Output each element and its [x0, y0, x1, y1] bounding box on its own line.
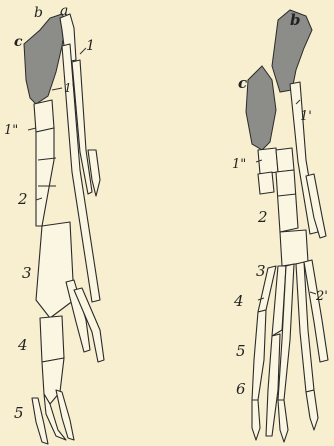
right-claw: [252, 400, 260, 440]
right-claw: [278, 400, 288, 442]
right-label-1double: 1": [232, 157, 246, 172]
left-segment-3: [36, 222, 74, 318]
right-segment-1double-lower: [258, 172, 274, 194]
left-segment-1double: [34, 100, 54, 132]
right-limb-figure: b c 1" 1' 2 3 4 2' 5 6: [232, 10, 328, 442]
left-label-3: 3: [22, 264, 32, 282]
right-segment-3: [280, 230, 308, 266]
right-digit-5: [252, 310, 266, 400]
left-segment-2: [36, 128, 54, 226]
left-label-a: a: [60, 3, 68, 19]
left-label-1: 1: [86, 38, 95, 54]
right-segment-side: [276, 148, 294, 172]
left-limb-figure: b a c 1 1' 1" 2 3 4 5: [4, 3, 104, 444]
left-carpal-mass: [24, 14, 66, 104]
right-label-3: 3: [256, 262, 266, 280]
left-leader: [52, 88, 62, 90]
right-label-2: 2: [257, 208, 268, 226]
left-label-2: 2: [17, 190, 28, 208]
left-label-1prime: 1': [64, 81, 75, 95]
right-label-1prime: 1': [300, 109, 312, 124]
left-label-5: 5: [14, 404, 24, 422]
right-label-2prime: 2': [315, 289, 328, 304]
right-label-b: b: [290, 11, 301, 29]
right-label-5: 5: [236, 342, 246, 360]
left-label-c: c: [14, 34, 23, 50]
right-label-6: 6: [236, 380, 246, 398]
left-label-b: b: [34, 5, 43, 21]
right-label-4: 4: [233, 292, 244, 310]
right-segment-2: [276, 170, 298, 232]
right-label-c: c: [238, 74, 247, 92]
right-claw: [306, 390, 318, 430]
right-carpal-c: [246, 66, 276, 150]
left-label-4: 4: [17, 336, 28, 354]
right-segment-1double: [258, 148, 278, 174]
left-leader: [28, 128, 36, 130]
left-segment-4: [40, 316, 64, 362]
right-digit-6: [266, 334, 280, 436]
left-label-1double: 1": [4, 123, 18, 138]
